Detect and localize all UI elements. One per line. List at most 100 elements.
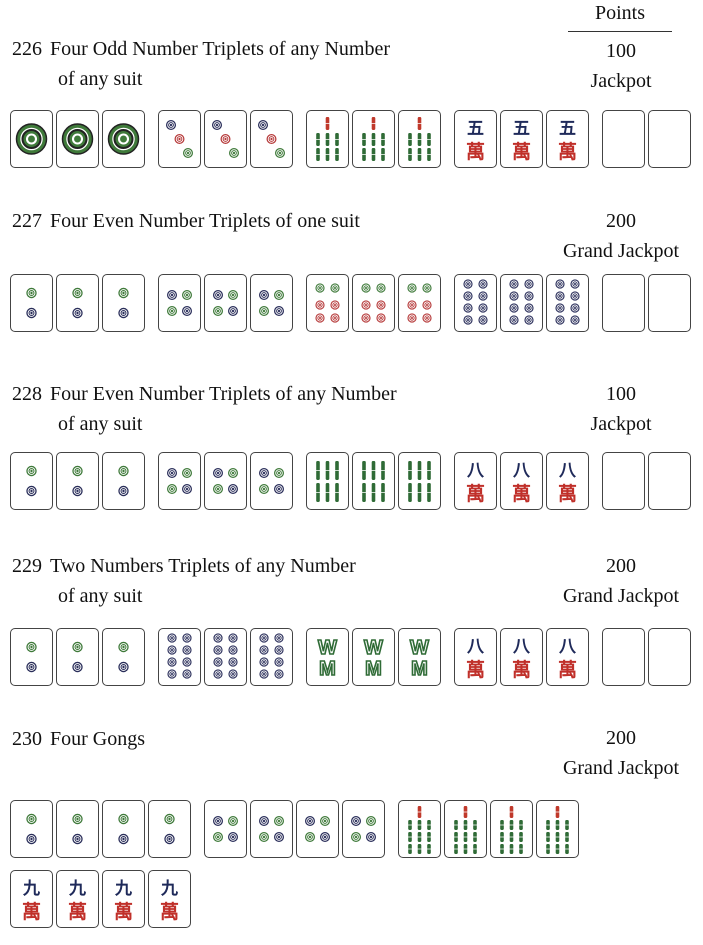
- dot-4-tile: [342, 800, 385, 858]
- dot-2-tile-face: [72, 813, 83, 845]
- blank-tile-face: [603, 111, 644, 167]
- dot-2-tile-face: [164, 813, 175, 845]
- hand-points: 100: [606, 383, 636, 405]
- bam-6-tile-face: [407, 461, 432, 502]
- dot-6-tile-face: [315, 283, 340, 323]
- hand-tier: Jackpot: [590, 413, 652, 435]
- svg-text:九: 九: [22, 879, 40, 899]
- bam-9-tile: [490, 800, 533, 858]
- blank-tile: [648, 452, 691, 510]
- dot-6-tile: [398, 274, 441, 332]
- crak-9-tile: 九萬: [10, 870, 53, 928]
- dot-2-tile-face: [26, 641, 37, 673]
- svg-text:M: M: [411, 658, 428, 680]
- svg-text:五: 五: [513, 119, 530, 139]
- dot-2-tile: [56, 800, 99, 858]
- hand-score: 100 Jackpot: [546, 36, 696, 96]
- dot-1-tile: [102, 110, 145, 168]
- dot-8-tile: [158, 628, 201, 686]
- bam-6-tile: [306, 452, 349, 510]
- dot-2-tile: [10, 628, 53, 686]
- hand-title-line2: of any suit: [58, 585, 143, 607]
- dot-4-tile: [296, 800, 339, 858]
- crak-8-tile-face: 八萬: [512, 461, 531, 505]
- crak-9-tile: 九萬: [148, 870, 191, 928]
- dot-4-tile-face: [259, 468, 284, 494]
- svg-text:萬: 萬: [558, 659, 577, 681]
- bam-7-tile: [306, 110, 349, 168]
- dot-2-tile: [148, 800, 191, 858]
- hand-title-line2: of any suit: [58, 413, 143, 435]
- dot-4-tile-face: [213, 816, 238, 842]
- hand-title-line1: Four Even Number Triplets of any Number: [50, 383, 397, 405]
- hand-number: 229: [12, 555, 42, 577]
- svg-text:八: 八: [513, 637, 531, 657]
- hand-number: 226: [12, 38, 42, 60]
- svg-text:八: 八: [513, 461, 531, 481]
- dot-4-tile-face: [213, 290, 238, 316]
- hand-tier: Grand Jackpot: [562, 757, 680, 779]
- dot-3-tile: [250, 110, 293, 168]
- dot-8-tile-face: [167, 633, 192, 679]
- dot-4-tile: [250, 452, 293, 510]
- dot-4-tile: [250, 800, 293, 858]
- dot-4-tile-face: [213, 468, 238, 494]
- hand-tile-row: [10, 274, 694, 332]
- hand-points: 200: [606, 210, 636, 232]
- svg-text:萬: 萬: [558, 483, 577, 505]
- blank-tile: [602, 452, 645, 510]
- dot-8-tile: [204, 628, 247, 686]
- blank-tile: [602, 274, 645, 332]
- blank-tile-face: [649, 275, 690, 331]
- hand-title-line1: Two Numbers Triplets of any Number: [50, 555, 356, 577]
- dot-8-tile: [454, 274, 497, 332]
- crak-5-tile: 五萬: [454, 110, 497, 168]
- svg-text:五: 五: [559, 119, 576, 139]
- svg-text:九: 九: [114, 879, 132, 899]
- blank-tile-face: [603, 629, 644, 685]
- blank-tile-face: [649, 453, 690, 509]
- dot-8-tile: [546, 274, 589, 332]
- dot-2-tile: [102, 628, 145, 686]
- bam-9-tile-face: [407, 806, 432, 854]
- svg-text:萬: 萬: [558, 141, 577, 163]
- blank-tile-face: [603, 275, 644, 331]
- crak-8-tile: 八萬: [454, 452, 497, 510]
- svg-text:萬: 萬: [114, 901, 133, 923]
- svg-text:萬: 萬: [466, 141, 485, 163]
- crak-5-tile-face: 五萬: [558, 119, 577, 163]
- svg-text:九: 九: [160, 879, 178, 899]
- hand-tile-row: 八萬八萬八萬: [10, 452, 694, 510]
- svg-text:M: M: [365, 658, 382, 680]
- crak-8-tile: 八萬: [546, 628, 589, 686]
- dot-2-tile-face: [118, 465, 129, 497]
- dot-2-tile-face: [26, 465, 37, 497]
- dot-2-tile-face: [72, 465, 83, 497]
- blank-tile-face: [649, 629, 690, 685]
- points-header-underline: [568, 31, 672, 32]
- bam-9-tile: [398, 800, 441, 858]
- dot-1-tile: [10, 110, 53, 168]
- dot-8-tile-face: [259, 633, 284, 679]
- dot-4-tile-face: [259, 290, 284, 316]
- crak-8-tile-face: 八萬: [558, 461, 577, 505]
- svg-text:W: W: [364, 637, 383, 659]
- bam-9-tile: [444, 800, 487, 858]
- bam-9-tile-face: [453, 806, 478, 854]
- svg-text:八: 八: [467, 461, 485, 481]
- dot-2-tile-face: [72, 287, 83, 319]
- dot-8-tile-face: [463, 279, 488, 325]
- dot-4-tile-face: [167, 290, 192, 316]
- hand-number: 230: [12, 728, 42, 750]
- hand-tile-row: 九萬九萬九萬九萬: [10, 870, 194, 928]
- hand-title: 229 Two Numbers Triplets of any Number of…: [12, 551, 356, 611]
- svg-text:萬: 萬: [512, 483, 531, 505]
- dot-2-tile: [102, 274, 145, 332]
- dot-8-tile-face: [555, 279, 580, 325]
- points-column-header: Points: [594, 2, 646, 24]
- crak-5-tile: 五萬: [546, 110, 589, 168]
